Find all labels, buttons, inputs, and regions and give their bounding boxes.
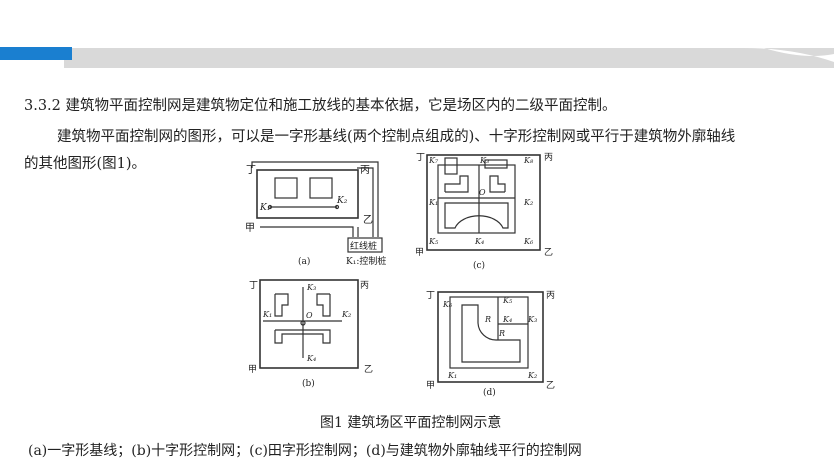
control-network-figure: K₁ K₂ 丁 丙 甲 乙 红线桩 (a) K₁:控制桩 丁 丙 甲 乙 K₇ … xyxy=(245,152,555,398)
diagram-b: 丁 丙 甲 乙 K₃ K₁ K₂ O K₄ (b) xyxy=(248,279,373,389)
a-corner-ding: 丁 xyxy=(246,165,256,176)
d-corner-bing: 丙 xyxy=(546,290,555,301)
b-k1: K₁ xyxy=(262,310,272,319)
c-corner-yi: 乙 xyxy=(544,247,553,258)
c-k6: K₆ xyxy=(523,237,534,246)
d-r2: R xyxy=(498,329,505,338)
c-k4: K₄ xyxy=(474,237,484,246)
a-label: (a) xyxy=(298,256,310,267)
d-r1: R xyxy=(484,315,491,324)
b-corner-jia: 甲 xyxy=(248,364,257,375)
figure-subcaption: (a)一字形基线；(b)十字形控制网；(c)田字形控制网；(d)与建筑物外廓轴线… xyxy=(28,443,582,459)
c-k2: K₂ xyxy=(523,198,533,207)
a-k2: K₂ xyxy=(336,196,348,206)
paragraph-2: 建筑物平面控制网的图形，可以是一字形基线(两个控制点组成的)、十字形控制网或平行… xyxy=(57,129,736,145)
c-corner-bing: 丙 xyxy=(544,152,553,163)
paragraph-1: 3.3.2 建筑物平面控制网是建筑物定位和施工放线的基本依据，它是场区内的二级平… xyxy=(24,98,617,114)
b-corner-ding: 丁 xyxy=(249,281,258,291)
d-k6: K₆ xyxy=(442,300,453,309)
c-k7: K₇ xyxy=(428,156,439,165)
a-stake-box: 红线桩 xyxy=(350,240,377,252)
a-corner-yi: 乙 xyxy=(363,214,373,226)
a-legend: K₁:控制桩 xyxy=(346,255,386,267)
b-k3: K₃ xyxy=(306,283,316,292)
c-corner-ding: 丁 xyxy=(416,153,425,163)
d-k2: K₂ xyxy=(527,371,537,380)
c-label: (c) xyxy=(473,260,485,271)
c-corner-jia: 甲 xyxy=(415,247,424,258)
header-curve xyxy=(744,48,834,70)
d-k5: K₅ xyxy=(502,296,513,305)
d-label: (d) xyxy=(483,387,496,398)
header-accent xyxy=(0,47,72,60)
b-k4: K₄ xyxy=(306,354,316,363)
d-k1: K₁ xyxy=(447,371,457,380)
b-k2: K₂ xyxy=(341,310,351,319)
c-o: O xyxy=(479,188,486,197)
a-corner-bing: 丙 xyxy=(360,165,370,176)
c-k1: K₁ xyxy=(428,198,438,207)
c-k8: K₈ xyxy=(523,156,534,165)
b-label: (b) xyxy=(302,378,315,389)
diagram-a: K₁ K₂ 丁 丙 甲 乙 红线桩 (a) K₁:控制桩 xyxy=(245,161,386,267)
a-corner-jia: 甲 xyxy=(245,223,255,234)
b-corner-bing: 丙 xyxy=(360,280,369,291)
d-corner-jia: 甲 xyxy=(426,380,435,391)
d-k4: K₄ xyxy=(502,315,512,324)
figure-caption: 图1 建筑场区平面控制网示意 xyxy=(320,415,502,431)
d-corner-ding: 丁 xyxy=(426,291,435,301)
b-corner-yi: 乙 xyxy=(364,364,373,375)
c-k5: K₅ xyxy=(428,237,439,246)
header-bar xyxy=(64,48,834,68)
diagram-d: 丁 丙 甲 乙 K₆ K₅ K₄ K₃ R R K₁ K₂ (d) xyxy=(426,290,555,398)
diagram-c: 丁 丙 甲 乙 K₇ K₃ K₈ K₁ K₂ O K₅ K₄ K₆ (c) xyxy=(415,152,553,271)
paragraph-2-cont: 的其他图形(图1)。 xyxy=(24,156,147,172)
c-k3: K₃ xyxy=(479,156,489,165)
a-k1: K₁ xyxy=(259,203,270,213)
d-corner-yi: 乙 xyxy=(546,380,555,391)
d-k3: K₃ xyxy=(527,315,537,324)
b-o: O xyxy=(306,311,313,320)
